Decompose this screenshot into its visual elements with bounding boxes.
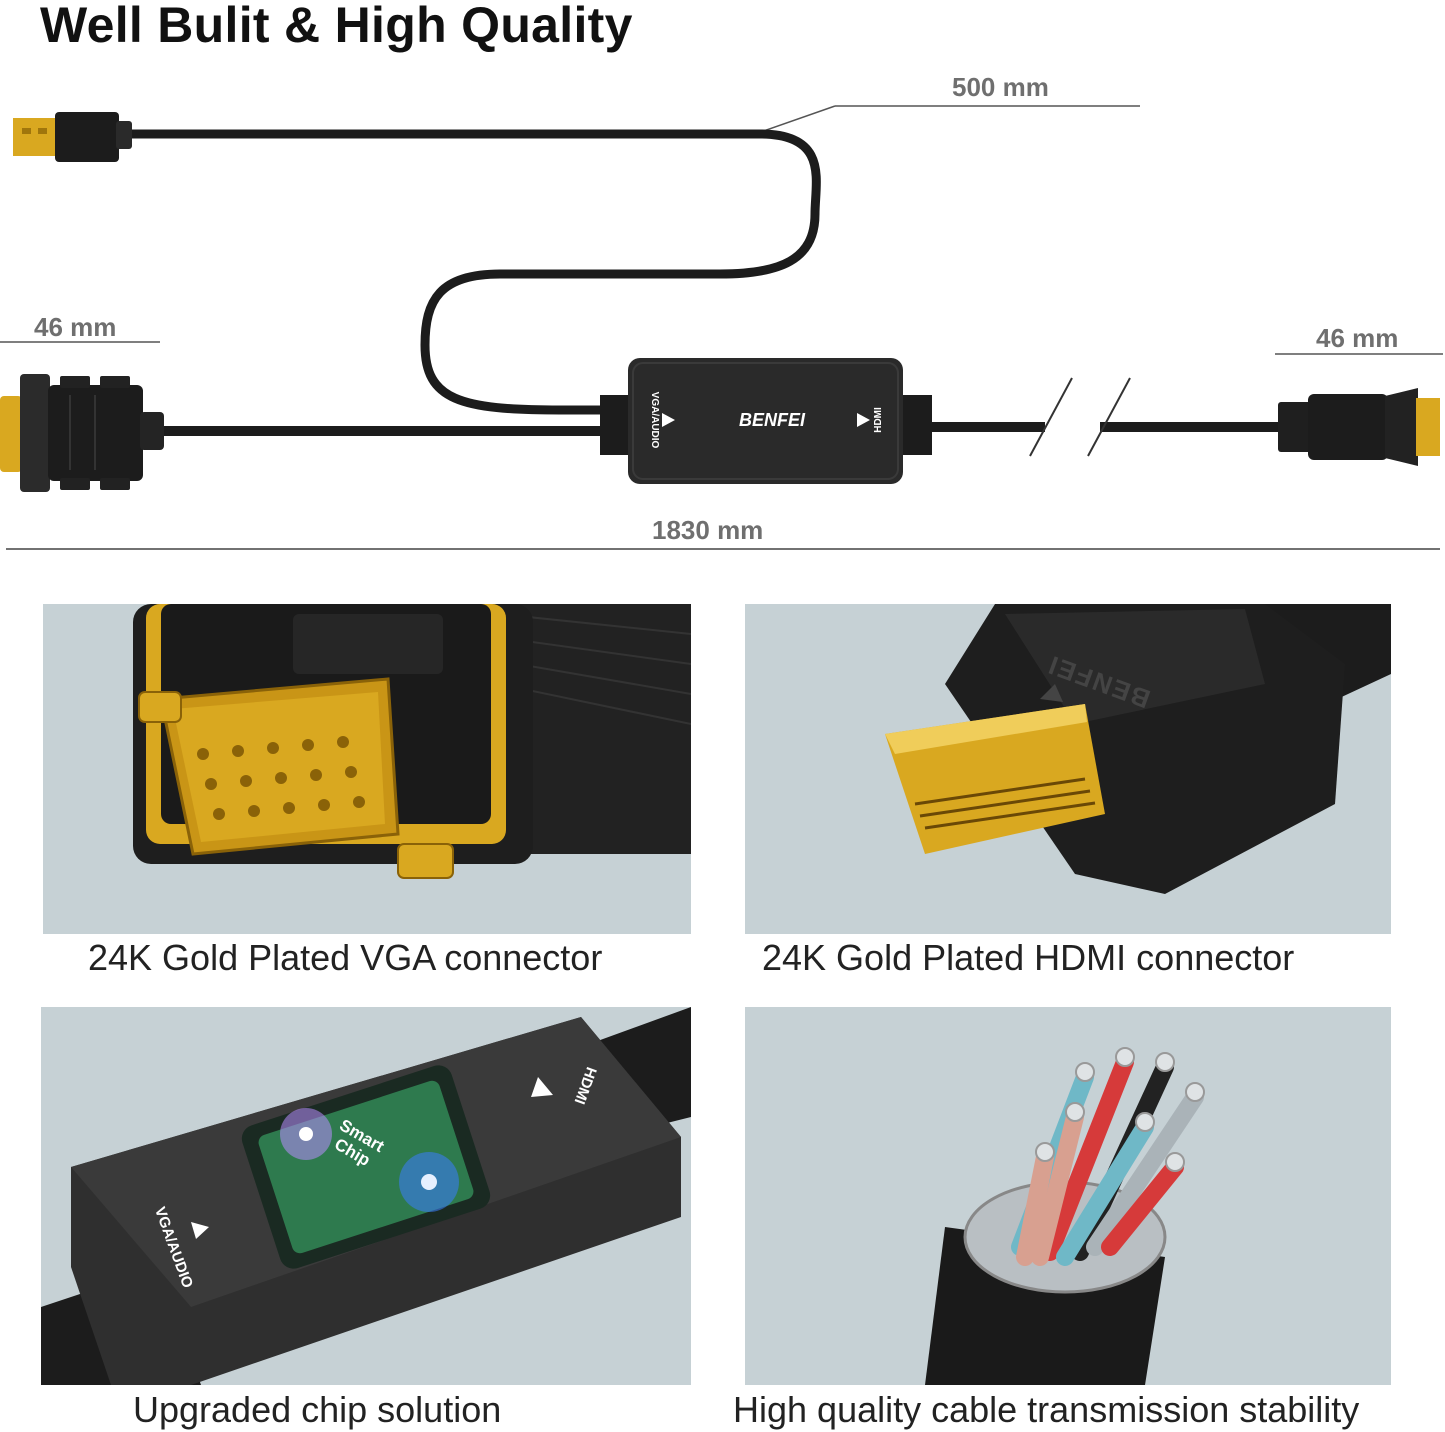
vga-connector — [0, 374, 164, 492]
adapter-box: VGA/AUDIO BENFEI HDMI — [600, 358, 932, 484]
hdmi-connector-caption: 24K Gold Plated HDMI connector — [762, 937, 1295, 978]
cable-cross-section-photo — [745, 1007, 1391, 1385]
cable-caption: High quality cable transmission stabilit… — [733, 1389, 1360, 1430]
usb-connector — [13, 112, 132, 162]
total-cable-length: 1830 mm — [652, 515, 764, 545]
usb-cable — [125, 129, 821, 415]
hdmi-connector-photo: BENFEI — [745, 604, 1391, 934]
chip-caption: Upgraded chip solution — [133, 1389, 502, 1430]
adapter-left-label: VGA/AUDIO — [649, 392, 660, 449]
cable-diagram: VGA/AUDIO BENFEI HDMI — [0, 105, 1443, 550]
vga-connector-photo — [43, 604, 691, 934]
adapter-brand: BENFEI — [739, 410, 806, 430]
usb-cable-length: 500 mm — [952, 72, 1049, 102]
adapter-right-label: HDMI — [873, 407, 884, 433]
vga-connector-length: 46 mm — [34, 312, 117, 342]
usb-dimension-line — [754, 105, 836, 135]
hdmi-connector-length: 46 mm — [1316, 323, 1399, 353]
page-title: Well Bulit & High Quality — [40, 0, 633, 53]
hdmi-connector — [1278, 388, 1440, 466]
vga-connector-caption: 24K Gold Plated VGA connector — [88, 937, 603, 978]
chip-photo: Smart Chip VGA/AUDIO HDMI — [41, 1007, 691, 1385]
